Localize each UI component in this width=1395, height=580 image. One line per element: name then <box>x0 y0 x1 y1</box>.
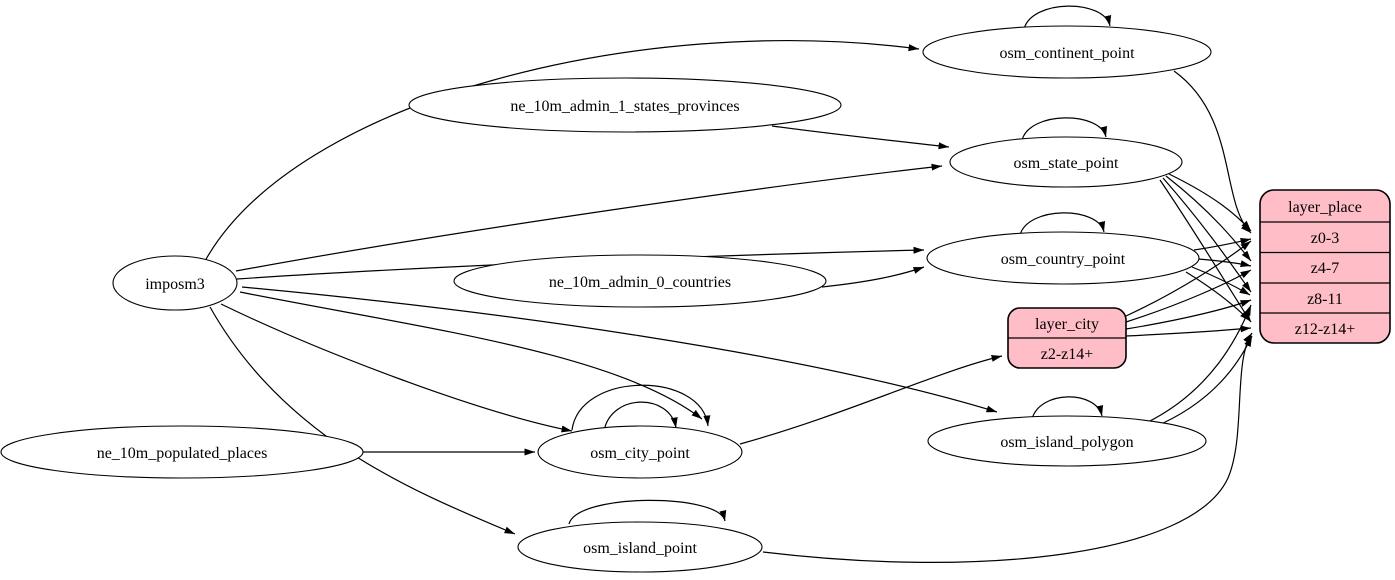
node-osm-state-point: osm_state_point <box>949 136 1183 188</box>
edge-layer-city-z4-7 <box>1125 269 1252 323</box>
ne-countries-ellipse <box>453 254 827 308</box>
imposm3-label: imposm3 <box>145 276 205 293</box>
osm-country-point-ellipse <box>926 231 1200 285</box>
edge-island-polygon-z8-11 <box>1145 304 1252 424</box>
edge-island-point-z12-z14 <box>762 332 1253 564</box>
edge-country-z4-7 <box>1197 258 1252 268</box>
layer-place-title: layer_place <box>1288 199 1362 216</box>
node-osm-continent-point: osm_continent_point <box>922 25 1212 79</box>
self-loop-osm-country-point <box>1019 212 1106 236</box>
osm-state-point-label: osm_state_point <box>1014 155 1119 172</box>
node-osm-island-point: osm_island_point <box>517 521 763 573</box>
ne-states-label: ne_10m_admin_1_states_provinces <box>510 98 739 115</box>
self-loop-osm-city-point-inner <box>603 401 678 432</box>
ne-countries-label: ne_10m_admin_0_countries <box>549 274 731 291</box>
edge-state-z0-3 <box>1168 173 1252 232</box>
edge-imposm3-osm-city-point-1 <box>220 303 573 433</box>
osm-state-point-ellipse <box>949 136 1183 188</box>
ne-places-label: ne_10m_populated_places <box>97 445 268 462</box>
edge-osm-city-point-layer-city <box>739 354 1003 445</box>
node-imposm3: imposm3 <box>112 255 238 311</box>
osm-island-point-label: osm_island_point <box>583 540 697 557</box>
edge-layer-city-z12-z14 <box>1125 325 1252 337</box>
layer-city-row-z2-z14: z2-z14+ <box>1041 346 1094 363</box>
edge-imposm3-osm-state-point <box>235 163 943 272</box>
edge-country-z0-3 <box>1193 237 1252 251</box>
edge-layer-city-z8-11 <box>1125 299 1252 330</box>
edge-state-z4-7 <box>1165 175 1252 262</box>
edge-continent-z0-3 <box>1173 70 1252 234</box>
osm-country-point-label: osm_country_point <box>1001 251 1126 268</box>
edge-layer-city-z0-3 <box>1125 240 1252 317</box>
imposm3-ellipse <box>112 255 238 311</box>
self-loop-osm-city-point-outer <box>571 384 711 431</box>
edge-imposm3-osm-city-point-2 <box>239 291 703 420</box>
self-loop-osm-island-point <box>568 499 727 525</box>
osm-island-point-ellipse <box>517 521 763 573</box>
osm-city-point-label: osm_city_point <box>590 445 690 462</box>
ne-states-ellipse <box>408 77 842 133</box>
edge-ne-states-osm-state-point <box>771 125 950 150</box>
osm-continent-point-label: osm_continent_point <box>999 45 1135 62</box>
node-ne-10m-populated-places: ne_10m_populated_places <box>0 425 364 479</box>
layer-place-row-z0-3: z0-3 <box>1311 230 1339 247</box>
edge-imposm3-osm-continent-point <box>204 40 920 262</box>
node-osm-country-point: osm_country_point <box>926 231 1200 285</box>
node-ne-10m-admin-1-states-provinces: ne_10m_admin_1_states_provinces <box>408 77 842 133</box>
node-osm-island-polygon: osm_island_polygon <box>927 415 1207 467</box>
ne-places-ellipse <box>0 425 364 479</box>
self-loop-osm-island-polygon <box>1031 396 1104 420</box>
osm-island-polygon-ellipse <box>927 415 1207 467</box>
layer-place-row-z8-11: z8-11 <box>1307 291 1343 308</box>
layer-city-title: layer_city <box>1035 316 1099 333</box>
node-layer-place: layer_place z0-3 z4-7 z8-11 z12-z14+ <box>1259 189 1391 344</box>
layer-place-box <box>1259 189 1391 344</box>
edge-ne-countries-osm-country-point <box>821 266 925 288</box>
node-osm-city-point: osm_city_point <box>537 425 743 479</box>
self-loop-osm-continent-point <box>1023 5 1112 30</box>
self-loop-osm-state-point <box>1021 117 1108 141</box>
layer-place-row-z4-7: z4-7 <box>1311 260 1339 277</box>
osm-continent-point-ellipse <box>922 25 1212 79</box>
node-layer-city: layer_city z2-z14+ <box>1007 307 1127 369</box>
osm-city-point-ellipse <box>537 425 743 479</box>
edge-imposm3-osm-island-point <box>209 306 516 535</box>
node-ne-10m-admin-0-countries: ne_10m_admin_0_countries <box>453 254 827 308</box>
osm-island-polygon-label: osm_island_polygon <box>1000 434 1133 451</box>
edges <box>204 5 1253 564</box>
edge-island-polygon-z12-z14 <box>1151 335 1253 429</box>
layer-place-row-z12-z14: z12-z14+ <box>1295 321 1356 338</box>
